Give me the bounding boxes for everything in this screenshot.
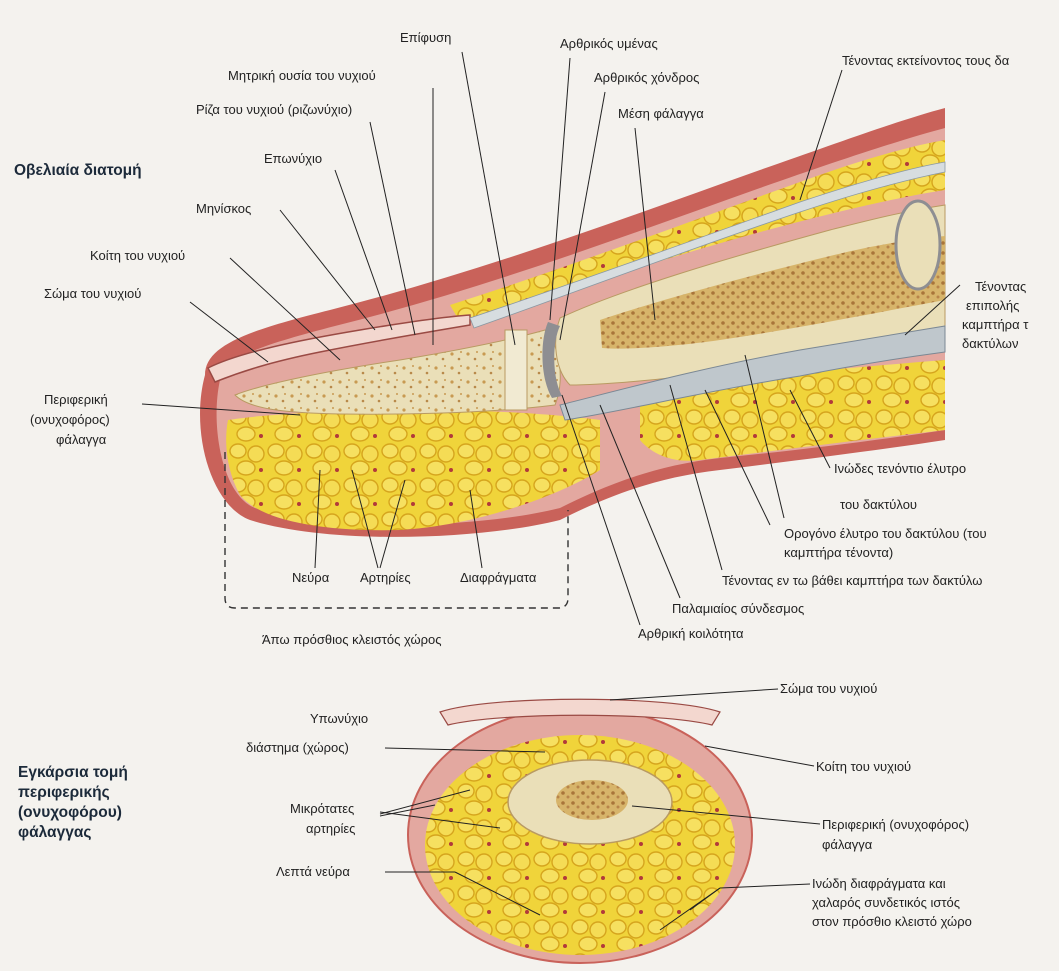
epiphysis-plate [505,330,527,410]
label-hyponychium-2: διάστημα (χώρος) [246,740,349,755]
transverse-heading-1: Εγκάρσια τομή [18,764,128,781]
label-synovial-sheath-1: Ορογόνο έλυτρο του δακτύλου (του [784,526,987,541]
label-nail-matrix: Μητρική ουσία του νυχιού [228,68,376,83]
label-distal-phalanx-1: Περιφερική [44,392,108,407]
label-small-arteries-2: αρτηρίες [306,821,355,836]
label-fibrous-sheath-2: του δακτύλου [840,497,917,512]
label-synovial-sheath-2: καμπτήρα τένοντα) [784,545,893,560]
label-closed-space: Άπω πρόσθιος κλειστός χώρος [262,632,442,647]
label-cs-nail-bed: Κοίτη του νυχιού [816,759,911,774]
label-nail-root: Ρίζα του νυχιού (ριζωνύχιο) [196,102,352,117]
label-superficial-flexor-1: Τένοντας [975,279,1026,294]
label-nail-bed: Κοίτη του νυχιού [90,248,185,263]
transverse-heading-3: (ονυχοφόρου) [18,804,122,821]
label-arteries: Αρτηρίες [360,570,411,585]
label-nerves: Νεύρα [292,570,330,585]
label-superficial-flexor-3: καμπτήρα τ [962,317,1029,332]
label-middle-phalanx: Μέση φάλαγγα [618,106,704,121]
label-cs-distal-phalanx-1: Περιφερική (ονυχοφόρος) [822,817,969,832]
label-deep-flexor: Τένοντας εν τω βάθει καμπτήρα των δακτύλ… [722,573,982,588]
transverse-section-drawing [408,699,752,963]
label-thin-nerves: Λεπτά νεύρα [276,864,350,879]
pip-joint-head [896,201,940,289]
label-distal-phalanx-3: φάλαγγα [56,432,107,447]
label-fibrous-septa-1: Ινώδη διαφράγματα και [812,876,946,891]
label-extensor-tendon: Τένοντας εκτείνοντος τους δα [842,53,1010,68]
transverse-heading-4: φάλαγγας [18,824,91,841]
label-cs-nail-body: Σώμα του νυχιού [780,681,877,696]
label-cs-distal-phalanx-2: φάλαγγα [822,837,873,852]
label-fibrous-septa-2: χαλαρός συνδετικός ιστός [812,895,960,910]
leader-cs-nail-body [610,689,778,700]
label-palmar-ligament: Παλαμιαίος σύνδεσμος [672,601,804,616]
label-fibrous-septa-3: στον πρόσθιο κλειστό χώρο [812,914,972,929]
label-hyponychium-1: Υπωνύχιο [310,711,368,726]
transverse-heading-2: περιφερικής [18,784,110,801]
label-joint-cavity: Αρθρική κοιλότητα [638,626,744,641]
label-fibrous-sheath-1: Ινώδες τενόντιο έλυτρο [834,461,966,476]
label-superficial-flexor-2: επιπολής [966,298,1019,313]
label-articular-cartilage: Αρθρικός χόνδρος [594,70,699,85]
sagittal-heading: Οβελιαία διατομή [14,162,142,179]
label-eponychium: Επωνύχιο [264,151,322,166]
label-lunula: Μηνίσκος [196,201,251,216]
cross-section-marrow [556,780,628,820]
label-nail-body: Σώμα του νυχιού [44,286,141,301]
label-septa: Διαφράγματα [460,570,537,585]
label-distal-phalanx-2: (ονυχοφόρος) [30,412,110,427]
label-small-arteries-1: Μικρότατες [290,801,354,816]
label-joint-capsule: Αρθρικός υμένας [560,36,658,51]
label-superficial-flexor-4: δακτύλων [962,336,1018,351]
label-epiphysis: Επίφυση [400,30,451,45]
